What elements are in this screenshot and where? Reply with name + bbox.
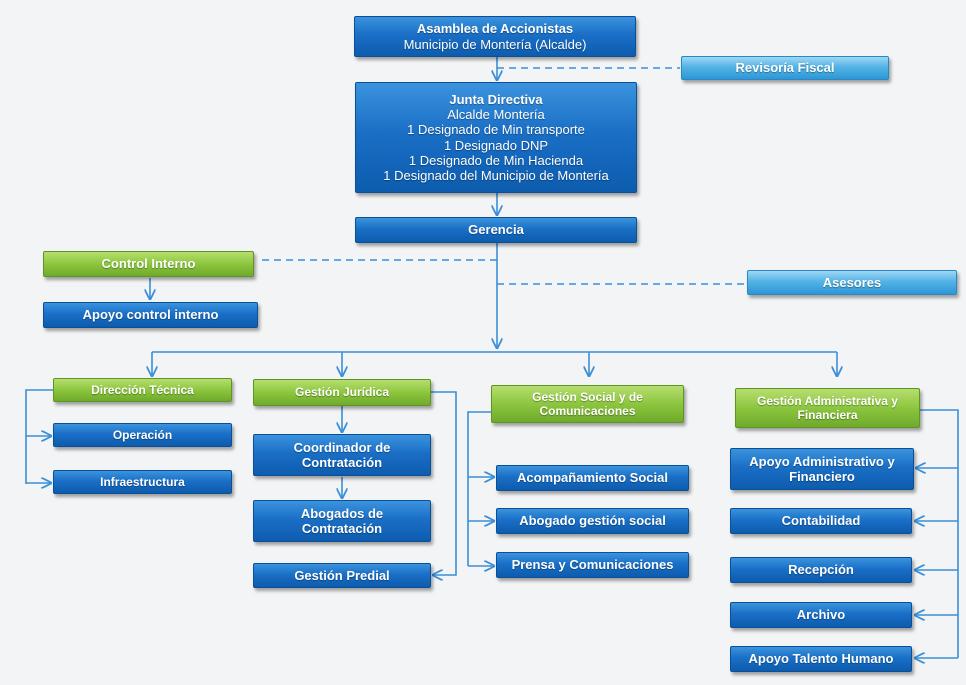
connector-dt-bracket [25, 389, 53, 484]
gestion-predial-label: Gestión Predial [294, 567, 390, 583]
archivo-label: Archivo [796, 607, 846, 623]
junta-member: 1 Designado DNP [443, 137, 549, 153]
node-control-interno: Control Interno [43, 251, 254, 277]
talento-humano-label: Apoyo Talento Humano [748, 651, 894, 667]
control-interno-label: Control Interno [101, 256, 196, 272]
abogado-social-label: Abogado gestión social [519, 513, 666, 529]
acompanamiento-label: Acompañamiento Social [517, 470, 668, 486]
node-asamblea: Asamblea de Accionistas Municipio de Mon… [354, 16, 636, 57]
node-abogado-gestion-social: Abogado gestión social [496, 508, 689, 534]
recepcion-label: Recepción [788, 562, 854, 578]
apoyo-admin-label: Apoyo Administrativo y Financiero [749, 453, 895, 484]
junta-member: 1 Designado de Min Hacienda [408, 152, 584, 168]
node-gestion-predial: Gestión Predial [253, 563, 431, 588]
node-gestion-juridica: Gestión Jurídica [253, 379, 431, 406]
asamblea-subtitle: Municipio de Montería (Alcalde) [403, 36, 587, 52]
gestion-admin-label: Gestión Administrativa y Financiera [757, 393, 898, 422]
prensa-label: Prensa y Comunicaciones [511, 557, 674, 573]
node-gerencia: Gerencia [355, 217, 637, 243]
gestion-social-label: Gestión Social y de Comunicaciones [532, 389, 643, 418]
junta-member: 1 Designado del Municipio de Montería [383, 168, 609, 184]
node-archivo: Archivo [730, 602, 912, 628]
junta-title: Junta Directiva [449, 91, 543, 107]
node-apoyo-administrativo: Apoyo Administrativo y Financiero [730, 448, 914, 490]
junta-member: Alcalde Montería [447, 106, 545, 122]
node-contabilidad: Contabilidad [730, 508, 912, 534]
direccion-tecnica-label: Dirección Técnica [91, 382, 194, 397]
node-junta-directiva: Junta Directiva Alcalde Montería 1 Desig… [355, 82, 637, 193]
operacion-label: Operación [112, 427, 173, 442]
revisoria-label: Revisoría Fiscal [735, 60, 835, 76]
node-coordinador-contratacion: Coordinador de Contratación [253, 434, 431, 476]
node-gestion-administrativa: Gestión Administrativa y Financiera [735, 388, 920, 428]
node-apoyo-talento-humano: Apoyo Talento Humano [730, 646, 912, 672]
node-direccion-tecnica: Dirección Técnica [53, 378, 232, 402]
node-infraestructura: Infraestructura [53, 470, 232, 494]
junta-member: 1 Designado de Min transporte [407, 122, 585, 138]
connector-ga-bracket [920, 409, 959, 658]
node-abogados-contratacion: Abogados de Contratación [253, 500, 431, 542]
asesores-label: Asesores [822, 274, 882, 290]
node-recepcion: Recepción [730, 557, 912, 583]
coordinador-label: Coordinador de Contratación [293, 439, 391, 470]
node-prensa-comunicaciones: Prensa y Comunicaciones [496, 552, 689, 578]
contabilidad-label: Contabilidad [781, 513, 861, 529]
asamblea-title: Asamblea de Accionistas [416, 21, 574, 37]
infraestructura-label: Infraestructura [100, 474, 185, 489]
node-apoyo-control-interno: Apoyo control interno [43, 302, 258, 328]
node-acompanamiento-social: Acompañamiento Social [496, 465, 689, 491]
node-gestion-social: Gestión Social y de Comunicaciones [491, 385, 684, 423]
node-revisoria-fiscal: Revisoría Fiscal [681, 56, 889, 80]
abogados-label: Abogados de Contratación [300, 505, 384, 536]
gerencia-label: Gerencia [468, 222, 524, 238]
gestion-juridica-label: Gestión Jurídica [294, 385, 390, 400]
apoyo-control-label: Apoyo control interno [82, 307, 219, 323]
connector-gs-bracket [467, 411, 491, 566]
connector-gj-bracket [431, 391, 457, 575]
node-operacion: Operación [53, 423, 232, 447]
node-asesores: Asesores [747, 270, 957, 295]
